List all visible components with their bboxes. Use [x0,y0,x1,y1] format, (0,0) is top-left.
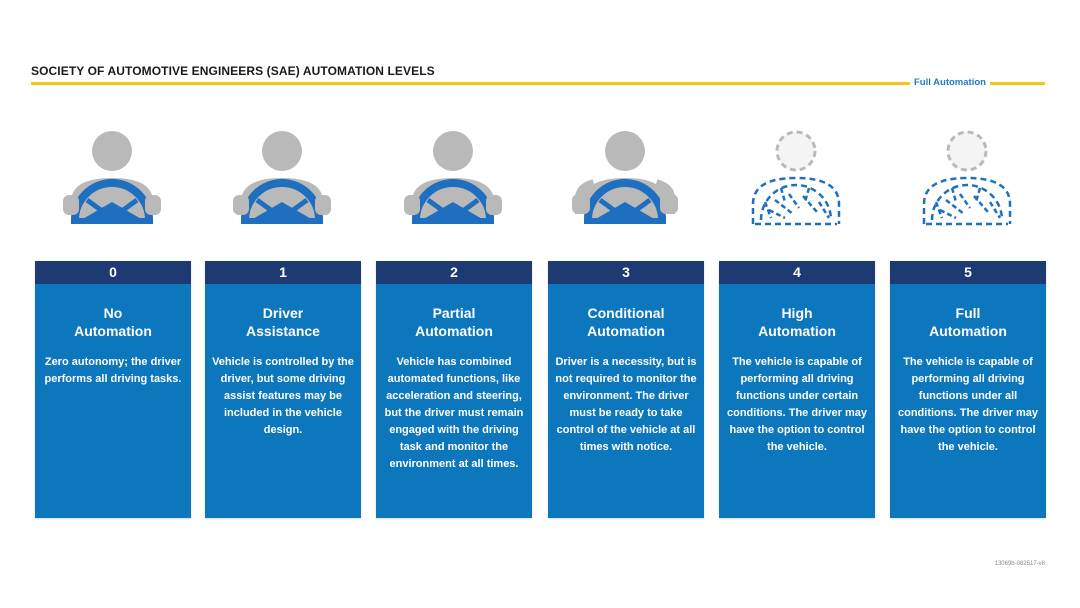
driver-wheel-icon [227,128,337,228]
level-card: 2 Partial Automation Vehicle has combine… [376,261,532,518]
level-title-line2: Automation [74,323,152,339]
level-title: Conditional Automation [548,304,704,340]
level-description: Driver is a necessity, but is not requir… [555,356,697,453]
level-title-line1: No [103,305,123,321]
level-card: 3 Conditional Automation Driver is a nec… [548,261,704,518]
level-title-line1: Full [955,305,981,321]
level-number: 0 [35,261,191,284]
driver-wheel-icon [57,128,167,228]
level-title: High Automation [719,304,875,340]
level-title: No Automation [35,304,191,340]
level-number: 4 [719,261,875,284]
level-title-line1: Conditional [587,305,665,321]
level-card: 5 Full Automation The vehicle is capable… [890,261,1046,518]
level-title: Driver Assistance [205,304,361,340]
level-title-line2: Automation [415,323,493,339]
level-description: Zero autonomy; the driver performs all d… [44,356,182,385]
title-rule [31,82,1045,85]
level-title-line2: Automation [587,323,665,339]
driver-wheel-icon [398,128,508,228]
level-title-line2: Automation [758,323,836,339]
level-title: Partial Automation [376,304,532,340]
level-card: 4 High Automation The vehicle is capable… [719,261,875,518]
level-number: 1 [205,261,361,284]
level-title: Full Automation [890,304,1046,340]
level-description: Vehicle has combined automated functions… [384,356,524,470]
dashed-driver-icon [741,128,851,228]
figure-code: 13069b-082517-v8 [994,561,1045,567]
level-title-line2: Assistance [246,323,320,339]
level-title-line1: High [781,305,813,321]
level-number: 5 [890,261,1046,284]
level-number: 3 [548,261,704,284]
dashed-driver-icon [912,128,1022,228]
level-card: 0 No Automation Zero autonomy; the drive… [35,261,191,518]
level-card: 1 Driver Assistance Vehicle is controlle… [205,261,361,518]
page-title: SOCIETY OF AUTOMOTIVE ENGINEERS (SAE) AU… [31,64,435,78]
level-title-line2: Automation [929,323,1007,339]
level-title-line1: Partial [432,305,476,321]
level-description: The vehicle is capable of performing all… [727,356,867,453]
level-title-line1: Driver [262,305,304,321]
level-description: The vehicle is capable of performing all… [898,356,1038,453]
full-automation-label: Full Automation [910,77,990,88]
driver-no-hands-icon [570,128,680,228]
level-number: 2 [376,261,532,284]
level-description: Vehicle is controlled by the driver, but… [212,356,354,436]
